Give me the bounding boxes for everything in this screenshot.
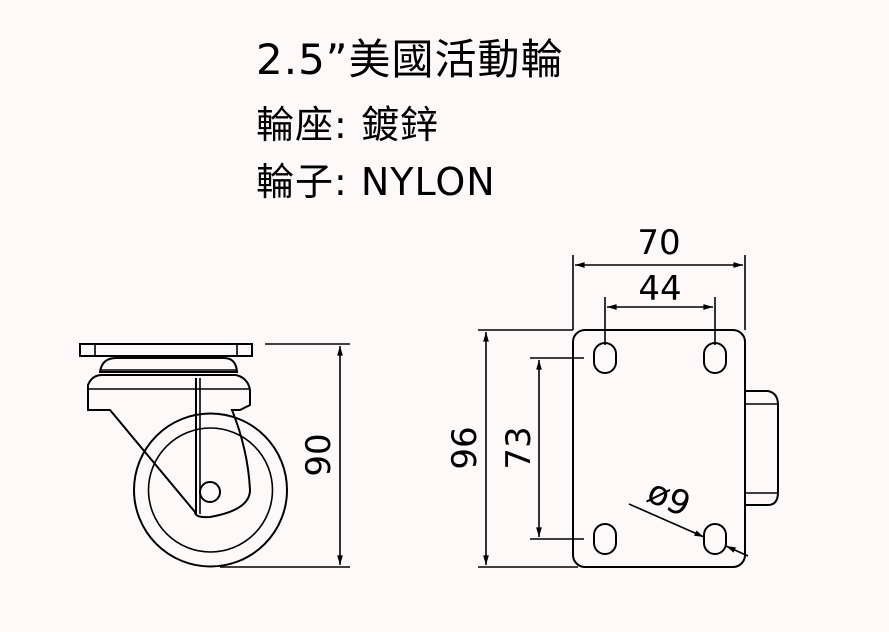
dim-height: 90 <box>299 433 339 476</box>
bolt-hole <box>703 342 727 374</box>
dim-hole-spacing-length: 73 <box>499 426 539 469</box>
top-view: 70 44 96 73 ø9 <box>445 223 779 568</box>
wheel-spec: 輪子: NYLON <box>256 160 496 204</box>
product-title: 2.5”美國活動輪 <box>256 35 564 84</box>
mounting-plate <box>572 329 746 568</box>
bolt-hole <box>593 342 617 374</box>
bolt-hole <box>593 523 617 555</box>
dim-plate-length: 96 <box>445 426 485 469</box>
fork <box>87 374 252 519</box>
dim-hole-spacing-width: 44 <box>638 269 681 309</box>
base-spec: 輪座: 鍍鋅 <box>256 103 439 147</box>
top-plate <box>79 343 253 357</box>
side-tab <box>745 390 779 506</box>
bolt-hole <box>703 523 727 555</box>
dim-plate-width: 70 <box>637 223 680 263</box>
axle <box>199 481 221 503</box>
wheel-inner <box>147 427 274 553</box>
side-view: 90 <box>79 343 350 568</box>
wheel-outer <box>133 412 288 568</box>
swivel-race <box>98 357 239 373</box>
dim-hole-diameter: ø9 <box>641 472 696 526</box>
